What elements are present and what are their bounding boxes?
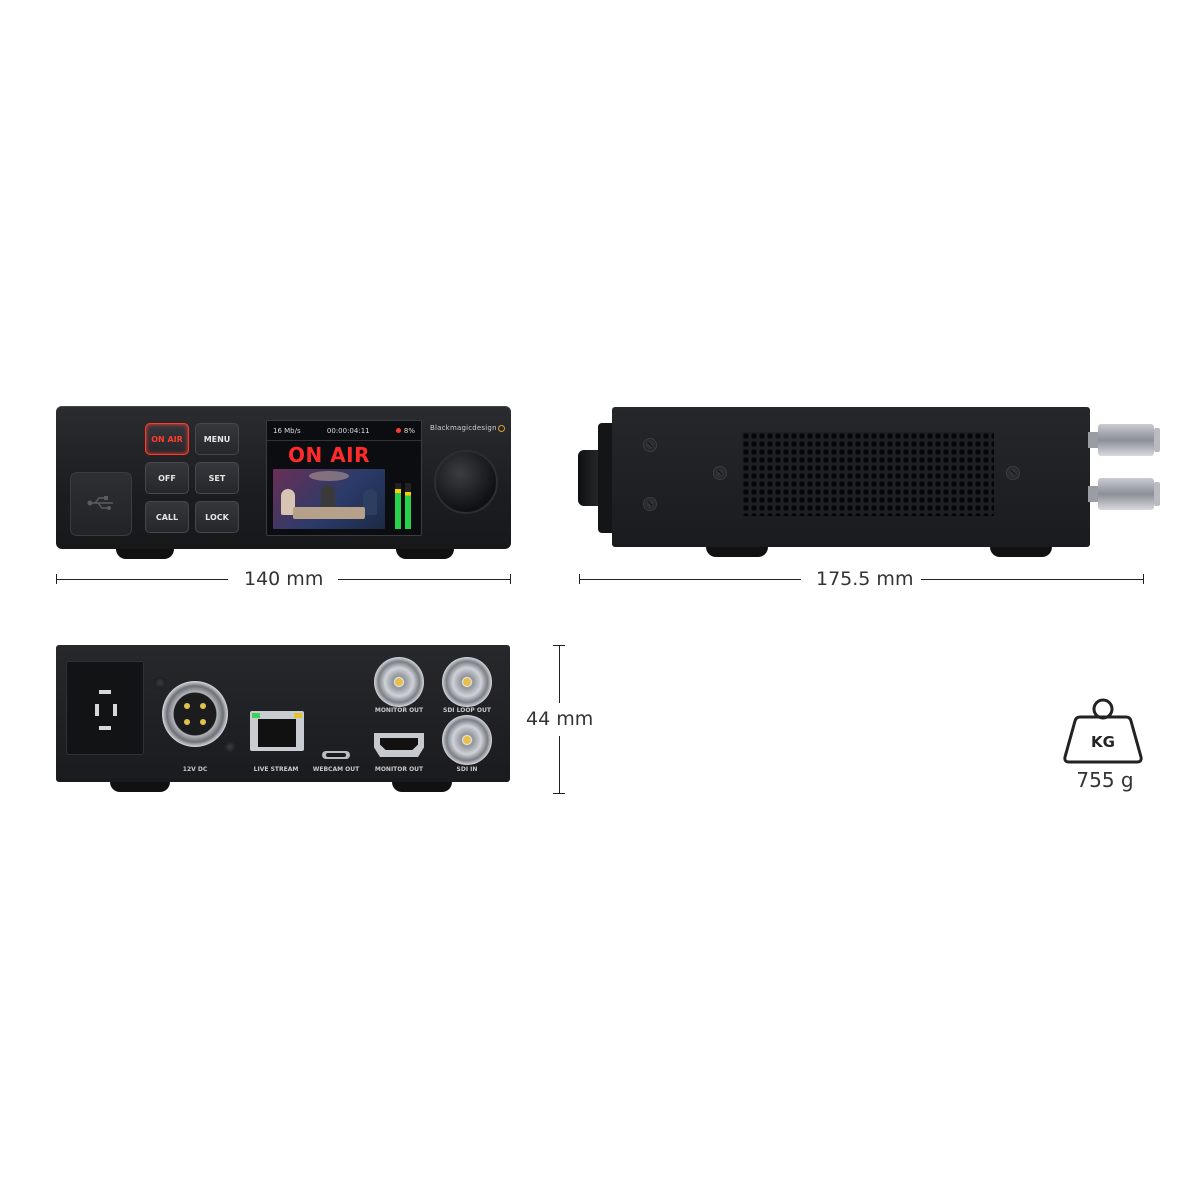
lcd-video-preview [273, 469, 385, 529]
port-label-live-stream: LIVE STREAM [253, 766, 299, 773]
side-screw [643, 438, 657, 452]
front-usb-panel [70, 472, 132, 536]
sdi-monitor-out-connector [374, 657, 424, 707]
side-screw [1006, 466, 1020, 480]
rear-foot-right [392, 782, 452, 792]
depth-dim-line [579, 579, 801, 580]
port-label-hdmi-monitor-out: MONITOR OUT [374, 766, 424, 773]
port-label-12v-dc: 12V DC [182, 766, 208, 773]
side-screw [643, 497, 657, 511]
audio-meter-left [395, 483, 401, 529]
side-bnc-connector [1088, 424, 1160, 456]
front-foot-left [116, 549, 174, 559]
weight-kg-icon: KG [1060, 695, 1146, 795]
weight-value: 755 g [1076, 768, 1134, 792]
lcd-screen: 16 Mb/s 00:00:04:11 8% ON AIR [266, 420, 422, 536]
side-screw [713, 466, 727, 480]
width-dimension: 140 mm [244, 568, 324, 590]
brand-name: Blackmagicdesign [430, 424, 497, 432]
sdi-loop-out-connector [442, 657, 492, 707]
iec-power-socket [66, 661, 144, 755]
hdmi-port [374, 733, 424, 757]
dim-tick [553, 793, 565, 794]
width-dim-line [338, 579, 510, 580]
side-bnc-connector [1088, 478, 1160, 510]
height-dimension: 44 mm [526, 708, 594, 730]
audio-meter-right [405, 483, 411, 529]
dim-tick [1143, 574, 1144, 584]
side-front-bezel [598, 423, 616, 533]
side-foot-right [990, 547, 1052, 557]
usb-icon [87, 496, 113, 510]
lcd-cache-value: 8% [403, 426, 415, 435]
on-air-button[interactable]: ON AIR [145, 423, 189, 455]
ethernet-port [250, 711, 304, 751]
lcd-timecode: 00:00:04:11 [326, 426, 370, 435]
port-label-webcam-out: WEBCAM OUT [312, 766, 360, 773]
weight-unit-label: KG [1091, 733, 1115, 751]
set-button[interactable]: SET [195, 462, 239, 494]
lcd-bitrate: 16 Mb/s [273, 426, 301, 435]
menu-button[interactable]: MENU [195, 423, 239, 455]
lcd-on-air-banner: ON AIR [287, 443, 371, 467]
width-dim-line [56, 579, 228, 580]
off-button[interactable]: OFF [145, 462, 189, 494]
height-dim-line [559, 736, 560, 793]
rear-foot-left [110, 782, 170, 792]
usb-c-port [322, 751, 350, 759]
dim-tick [510, 574, 511, 584]
front-view: ON AIR MENU OFF SET CALL LOCK 16 Mb/s 00… [56, 406, 511, 549]
rear-view: 12V DC LIVE STREAM WEBCAM OUT MONITOR OU… [56, 645, 510, 782]
xlr-power-connector [162, 681, 228, 747]
side-vent-grille [742, 432, 994, 516]
port-label-sdi-monitor-out: MONITOR OUT [374, 707, 424, 714]
port-label-sdi-in: SDI IN [456, 766, 478, 773]
brand-logo: Blackmagicdesign [430, 424, 505, 432]
front-foot-right [396, 549, 454, 559]
record-dot-icon [395, 427, 401, 433]
lcd-cache: 8% [395, 426, 415, 435]
lock-button[interactable]: LOCK [195, 501, 239, 533]
rear-screw [224, 741, 236, 753]
lcd-status-bar: 16 Mb/s 00:00:04:11 8% [267, 421, 421, 441]
height-dim-line [559, 645, 560, 703]
call-button[interactable]: CALL [145, 501, 189, 533]
port-label-sdi-loop-out: SDI LOOP OUT [443, 707, 491, 714]
sdi-in-connector [442, 715, 492, 765]
rotary-knob[interactable] [434, 450, 498, 514]
side-foot-left [706, 547, 768, 557]
depth-dim-line [921, 579, 1143, 580]
rear-screw [154, 677, 166, 689]
depth-dimension: 175.5 mm [816, 568, 914, 590]
